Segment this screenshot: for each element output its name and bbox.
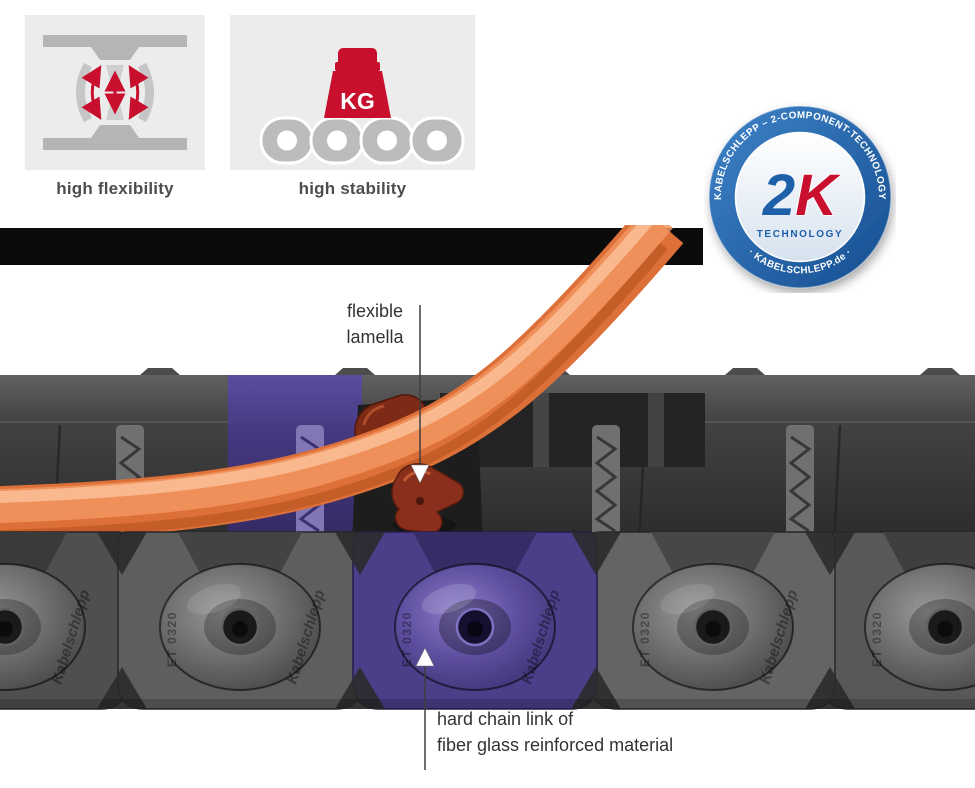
embossed-model: ET 0320 — [870, 611, 884, 667]
chain-illustration: Kabelschlepp ET 0320 Kabe — [0, 225, 975, 770]
link-cross-section-shape — [43, 35, 187, 150]
feature-stability: KG high stability — [230, 15, 475, 199]
badge-inner-circle — [734, 131, 866, 263]
badge-2k-logo: 2K — [762, 163, 841, 228]
stability-icon-box: KG — [230, 15, 475, 170]
feature-flexibility-label: high flexibility — [56, 179, 174, 198]
annotation-text: fiber glass reinforced material — [437, 735, 673, 755]
chain-links-shape — [259, 116, 465, 165]
embossed-model: ET 0320 — [400, 611, 414, 667]
chain-side-plates: Kabelschlepp ET 0320 Kabe — [0, 531, 975, 710]
embossed-model: ET 0320 — [165, 611, 179, 667]
chain-link-plate: Kabelschlepp ET 0320 — [590, 531, 836, 710]
feature-flexibility: high flexibility — [25, 15, 205, 199]
arrow-up-icon — [415, 647, 435, 667]
arrow-down-icon — [410, 464, 430, 484]
weight-icon — [324, 48, 391, 118]
annotation-hard-chain-link: hard chain link of fiber glass reinforce… — [415, 647, 673, 770]
link-joint-cutouts — [97, 532, 855, 709]
chain-link-plate-purple: Kabelschlepp ET 0320 — [352, 531, 598, 710]
feature-stability-label: high stability — [298, 179, 407, 198]
2k-technology-badge: KABELSCHLEPP – 2-COMPONENT-TECHNOLOGY · … — [704, 101, 896, 293]
chain-link-plate: ET 0320 — [822, 531, 975, 710]
flexibility-icon — [43, 35, 187, 150]
chain-link-plate: Kabelschlepp — [0, 531, 128, 710]
stability-icon: KG — [259, 48, 465, 165]
annotation-text: lamella — [346, 327, 404, 347]
annotation-text: flexible — [347, 301, 403, 321]
badge-subtitle: TECHNOLOGY — [757, 229, 844, 240]
flexible-lamella-part — [391, 463, 464, 534]
embossed-model: ET 0320 — [638, 611, 652, 667]
annotation-flexible-lamella: flexible lamella — [346, 301, 430, 484]
chain-link-plate: Kabelschlepp ET 0320 — [117, 531, 363, 710]
flex-arrows — [81, 65, 149, 120]
annotation-text: hard chain link of — [437, 709, 574, 729]
flexibility-icon-box — [25, 15, 205, 170]
weight-kg-label: KG — [340, 88, 375, 114]
photo-top-band — [0, 228, 703, 265]
